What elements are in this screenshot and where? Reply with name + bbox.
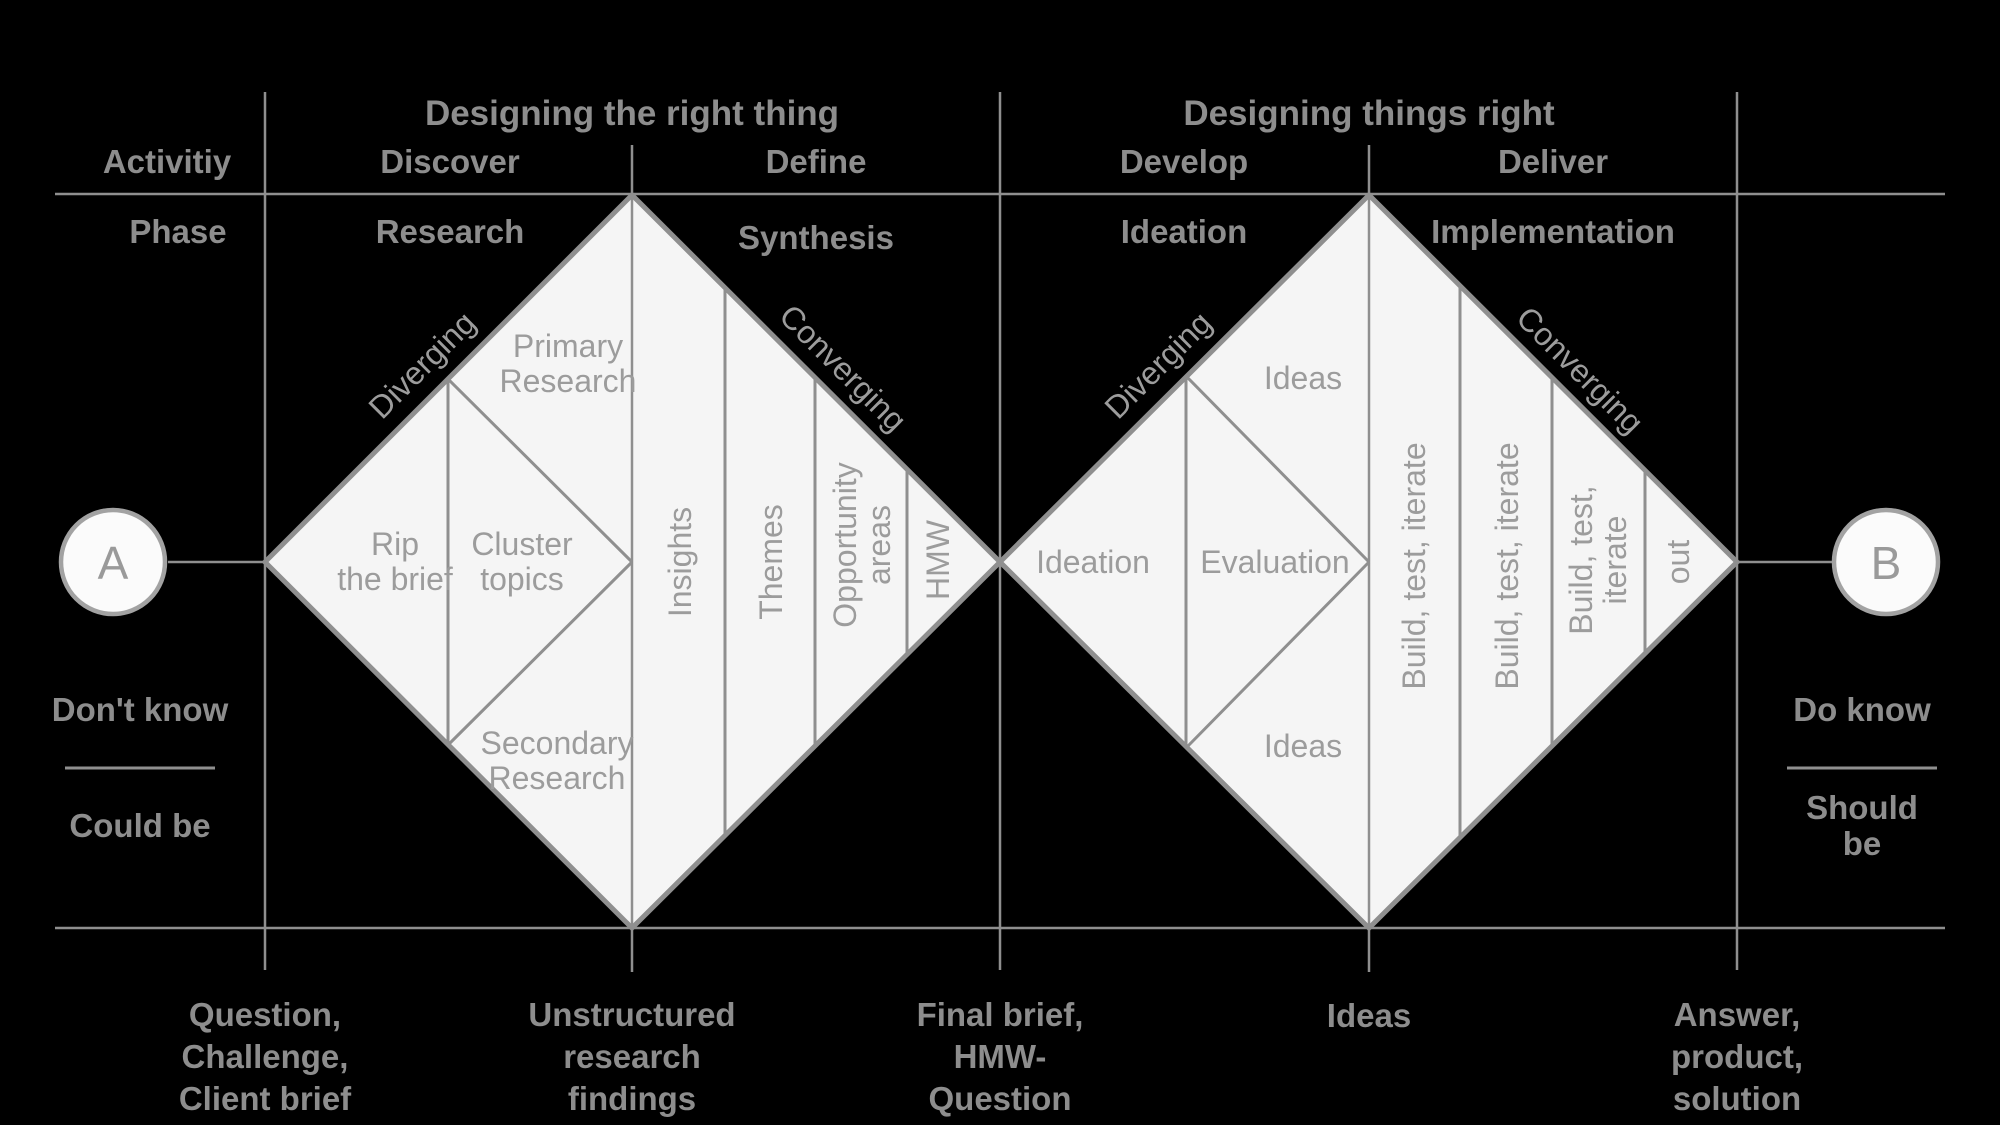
milestone-final-brief: Final brief, HMW- Question [916,996,1084,1117]
d1-triangle-bottom [446,560,634,747]
endpoint-a-circle [58,507,168,617]
d2-evaluation-label: Evaluation [1200,544,1350,580]
d2-triangle-bottom [1184,560,1371,750]
endpoint-b-label: B [1870,537,1902,589]
d1-cluster-topics: Cluster topics [471,526,573,597]
d2-ideas-top-label: Ideas [1263,360,1343,396]
milestone-research-findings: Unstructured research findings [528,996,736,1117]
diamond-2-interior-lines [1184,286,1647,837]
d1-opportunity-areas-label: Opportunity areas [827,462,897,628]
d2-ideation-label: Ideation [1036,544,1150,580]
milestone-answer-solution: Answer, product, solution [1671,996,1803,1117]
label-could-be: Could be [69,807,211,844]
row-label-phase: Phase [129,213,227,250]
d1-insights-label: Insights [662,506,698,618]
stage-develop: Develop [1119,143,1249,180]
phase-implementation: Implementation [1431,213,1675,250]
d1-secondary-research: Secondary Research [480,725,634,796]
milestone-ideas: Ideas [1326,997,1412,1034]
d1-triangle-top [446,377,634,564]
d1-rip-the-brief: Rip the brief [337,526,453,597]
diamond-1-interior-lines [446,288,909,835]
label-dont-know: Don't know [51,691,229,728]
phase-ideation: Ideation [1120,213,1248,250]
row-label-activity: Activitiy [102,143,232,180]
milestone-client-brief: Question, Challenge, Client brief [178,996,352,1117]
label-do-know: Do know [1793,691,1931,728]
grid-lines [55,92,1945,972]
stage-define: Define [765,143,867,180]
d2-build-test-iterate-2: Build, test, iterate [1489,442,1525,690]
d2-ideas-bottom-label: Ideas [1263,728,1343,764]
diamond-2-outline [996,191,1741,932]
stage-deliver: Deliver [1497,143,1609,180]
d1-themes-label: Themes [753,504,789,620]
d2-build-test-iterate-3: Build, test, iterate [1563,485,1633,635]
d2-build-test-iterate-1: Build, test, iterate [1396,442,1432,690]
stage-discover: Discover [380,143,520,180]
endpoint-a-label: A [97,537,129,589]
phase-research: Research [375,213,525,250]
title-designing-things-right: Designing things right [1183,94,1555,133]
label-should-be: Should be [1806,789,1918,862]
d2-triangle-top [1184,374,1371,564]
d1-hmw-label: HMW [920,520,956,600]
endpoint-b-circle [1831,507,1941,617]
d1-primary-research: Primary Research [499,328,637,399]
title-designing-right-thing: Designing the right thing [424,94,840,133]
d2-out-label: out [1660,539,1696,585]
phase-synthesis: Synthesis [738,219,894,256]
